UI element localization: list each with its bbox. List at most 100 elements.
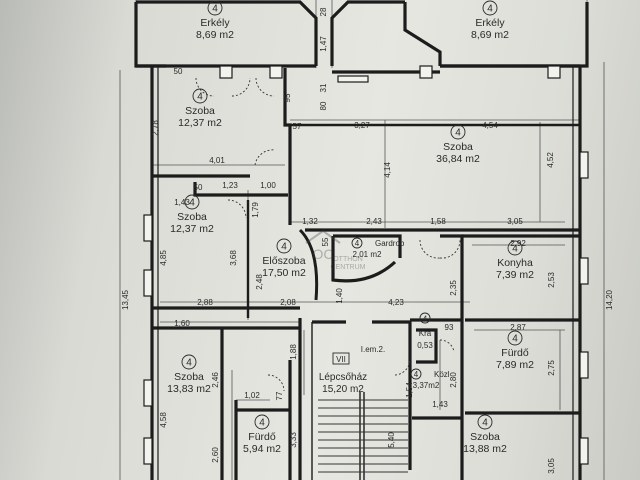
room-area: 7,39 m2 [496, 269, 534, 281]
dimension-label: 2,60 [211, 447, 220, 463]
room-name: Lépcsőház [319, 372, 367, 383]
room-name: Fürdő [248, 431, 276, 443]
room-area: 3,37m2 [413, 381, 440, 390]
dimension-label: 2,88 [197, 298, 213, 307]
room-name: Szoba [470, 431, 500, 443]
dimension-label: 1,43 [432, 400, 448, 409]
dimension-label: 2,80 [449, 372, 458, 388]
room-area: 8,69 m2 [471, 29, 509, 41]
room-name: Szoba [177, 211, 207, 223]
room-number-circle [207, 0, 223, 16]
room-number: 4 [355, 239, 360, 248]
room-kozl: 4 Közl 3,37m2 [410, 368, 450, 390]
floor-label: I.em.2. [361, 345, 385, 354]
room-number: 4 [259, 418, 265, 429]
room-area: 13,83 m2 [167, 383, 211, 395]
room-number-circle [181, 354, 197, 370]
room-number-circle [419, 312, 431, 324]
room-number: 4 [281, 242, 287, 253]
dimension-label: 4,01 [209, 156, 225, 165]
room-number-circle [507, 240, 523, 256]
dimension-label: 3,33 [289, 432, 298, 448]
dimension-label: 2,92 [510, 239, 526, 248]
room-area: 12,37 m2 [178, 117, 222, 129]
dimension-label: 4,85 [159, 250, 168, 266]
room-name: Kra [419, 329, 432, 338]
dimension-label: 95 [283, 93, 292, 102]
dimension-label: 1,23 [222, 181, 238, 190]
room-name: Fürdő [501, 347, 529, 359]
dimension-label: 2,46 [211, 372, 220, 388]
watermark-text: OTTHON CENTRUM [318, 256, 378, 272]
dimension-label: 2,43 [366, 217, 382, 226]
door-swings [195, 77, 461, 392]
dimension-label: 3,05 [547, 458, 556, 474]
dimension-label: 55 [321, 237, 330, 246]
room-name: Erkély [475, 17, 505, 29]
room-name: Szoba [174, 371, 204, 383]
dimension-label: 1,47 [319, 36, 328, 52]
dimension-label: 1,60 [174, 319, 190, 328]
dimension-label: 4,23 [388, 298, 404, 307]
dimension-label: 2,08 [280, 298, 296, 307]
dimension-label: 2,78 [151, 120, 160, 136]
room-name: Erkély [200, 17, 230, 29]
room-number-circle [192, 88, 208, 104]
room-area: 5,94 m2 [243, 443, 281, 455]
room-area: 0,53 [417, 341, 433, 350]
room-area: 2,01 m2 [353, 250, 382, 259]
room-area: 12,37 m2 [170, 223, 214, 235]
room-number: 4 [455, 128, 461, 139]
room-number-circle [254, 414, 270, 430]
watermark-line2: CENTRUM [330, 264, 366, 271]
dimension-label: 1,32 [302, 217, 318, 226]
dimension-label: 13,45 [121, 289, 130, 310]
room-area: 15,20 m2 [322, 384, 364, 395]
dimension-label: 5,40 [387, 432, 396, 448]
curved-wall [298, 228, 319, 301]
room-number-circle [507, 330, 523, 346]
dimension-label: 50 [194, 183, 203, 192]
room-number: 4 [189, 198, 195, 209]
room-name: Előszoba [262, 255, 305, 267]
dimension-label: 77 [275, 391, 284, 400]
room-number-circle [482, 0, 498, 16]
room-number: 4 [197, 92, 203, 103]
room-number: VII [336, 355, 346, 364]
dimension-label: 4,58 [159, 412, 168, 428]
dimension-label: 3,27 [354, 121, 370, 130]
room-area: 13,88 m2 [463, 443, 507, 455]
room-name: Szoba [443, 141, 473, 153]
watermark-line1: OTTHON [333, 256, 363, 263]
room-number-circle [184, 194, 200, 210]
room-name: Szoba [185, 105, 215, 117]
room-number: 4 [512, 334, 518, 345]
room-area: 7,89 m2 [496, 359, 534, 371]
room-number-circle [351, 237, 363, 249]
dimension-label: 4,52 [546, 152, 555, 168]
dimension-label: 2,35 [449, 280, 458, 296]
room-number-circle [450, 124, 466, 140]
dimension-label: 2,53 [547, 272, 556, 288]
room-name: Közl [434, 370, 450, 379]
dimension-label: 31 [319, 83, 328, 92]
room-number: 4 [212, 4, 218, 15]
dimension-label: 1,43 [174, 198, 190, 207]
room-number: 4 [414, 370, 419, 379]
dimension-label: 14,20 [605, 289, 614, 310]
dimension-label: 1,40 [335, 288, 344, 304]
dimension-label: 1,00 [260, 181, 276, 190]
dimension-label: 1,88 [289, 344, 298, 360]
room-number-circle [477, 414, 493, 430]
dimension-label: 57 [293, 122, 302, 131]
dimension-label: 1,79 [251, 202, 260, 218]
